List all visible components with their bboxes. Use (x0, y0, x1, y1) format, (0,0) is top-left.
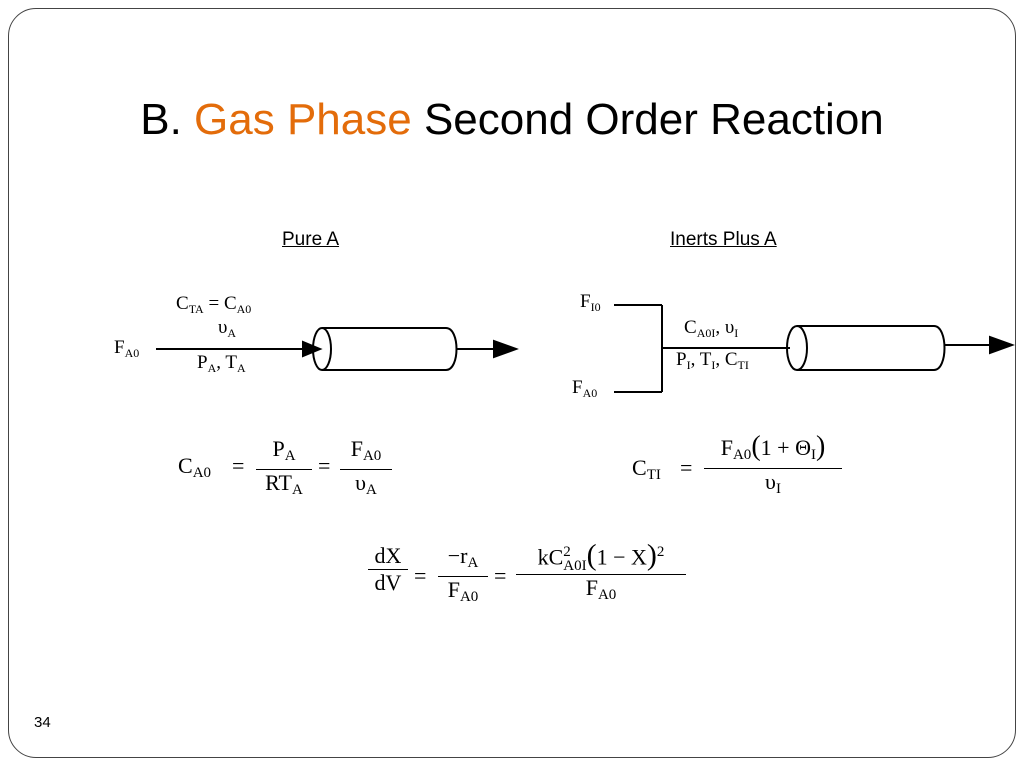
title-rest: Second Order Reaction (423, 95, 884, 144)
inlet-arrow-head (302, 340, 323, 358)
eq-right-fraction: FA0(1 + ΘI) υI (704, 433, 842, 502)
eq-left-fraction-2: FA0 υA (340, 436, 392, 503)
title-prefix: B. (140, 95, 182, 144)
heading-pure-a: Pure A (282, 229, 340, 250)
reactor-tube-body-right (797, 325, 946, 371)
outlet-arrow-head-right (989, 335, 1015, 355)
design-eq-equals-1: = (414, 563, 427, 588)
eq-right-equals: = (680, 455, 693, 480)
eq-left-lhs: CA0 (178, 453, 212, 481)
stream-label-flowrate: υA (218, 317, 237, 341)
title-highlight: Gas Phase (194, 95, 412, 144)
stream-label-pressure-temp: PA, TA (197, 352, 246, 376)
inerts-plus-a-diagram (614, 304, 1015, 393)
reactor-tube-inlet-end (312, 327, 332, 371)
reactor-tube-body (322, 327, 458, 371)
pure-a-diagram (156, 327, 519, 371)
combined-stream-label-1: CA0I, υI (684, 317, 739, 341)
stream-label-concentration: CTA = CA0 (176, 293, 252, 317)
outlet-arrow-head (493, 339, 519, 359)
heading-inerts-plus-a: Inerts Plus A (670, 229, 777, 250)
design-eq-fraction-rate: −rA FA0 (438, 543, 488, 610)
design-eq-fraction-dx-dv: dX dV (368, 543, 408, 596)
inlet-flow-label-fa0: FA0 (114, 337, 140, 361)
page-number: 34 (34, 714, 51, 731)
reactor-tube-inlet-end-right (786, 325, 808, 371)
eq-right-lhs: CTI (632, 455, 661, 483)
inert-flow-label-fi0: FI0 (580, 291, 601, 315)
slide-title: B. Gas Phase Second Order Reaction (0, 94, 1024, 146)
combined-stream-label-2: PI, TI, CTI (676, 349, 749, 373)
design-eq-equals-2: = (494, 563, 507, 588)
slide-frame (8, 8, 1016, 758)
eq-left-equals-2: = (318, 453, 331, 478)
eq-left-fraction-1: PA RTA (256, 436, 312, 503)
a-flow-label-fa0: FA0 (572, 377, 598, 401)
eq-left-equals-1: = (232, 453, 245, 478)
